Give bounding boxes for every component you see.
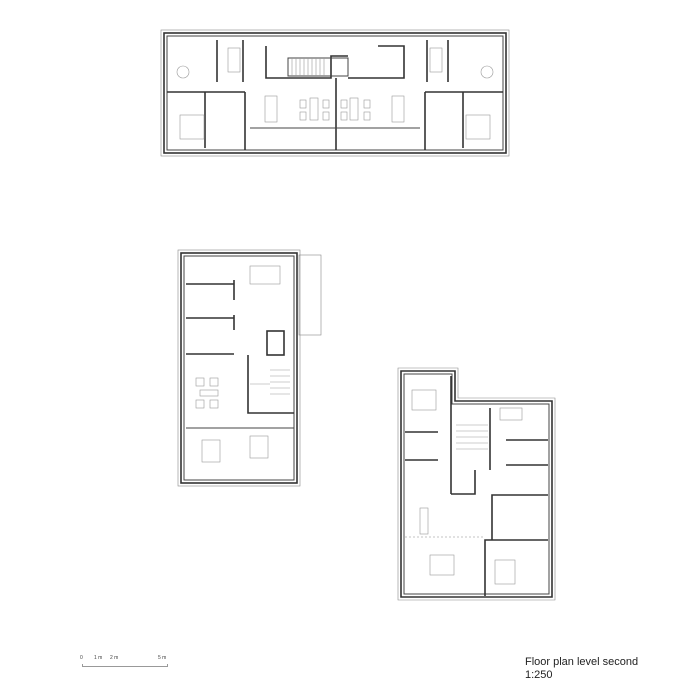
scale-tick-1m: 1 m xyxy=(94,655,103,661)
drawing-scale: 1:250 xyxy=(525,669,553,681)
drawing-caption: Floor plan level second 1:250 xyxy=(525,656,638,682)
right-building xyxy=(397,367,556,601)
scale-tick-0: 0 xyxy=(80,655,83,661)
left-building xyxy=(177,249,322,487)
drawing-title: Floor plan level second xyxy=(525,656,639,668)
scale-bar: 0 1 m 2 m 5 m xyxy=(80,655,180,675)
top-building xyxy=(160,29,510,157)
scale-tick-2m: 2 m xyxy=(110,655,119,661)
scale-tick-5m: 5 m xyxy=(158,655,167,661)
scale-bar-line xyxy=(82,664,168,667)
